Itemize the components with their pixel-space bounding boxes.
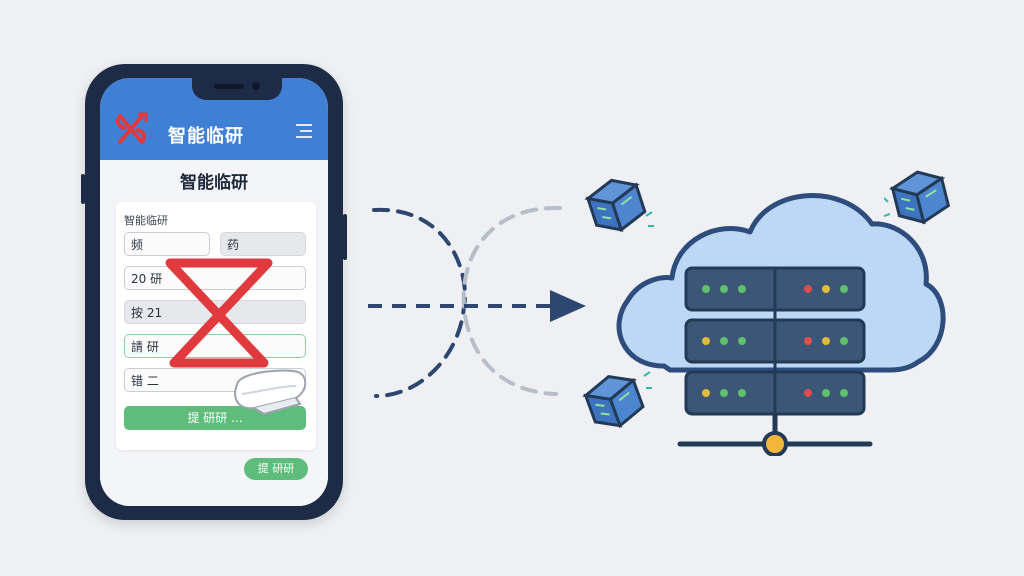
eraser-icon [234,369,307,416]
data-cube-icon [884,170,951,225]
page-title: 智能临研 [180,173,248,193]
cloud-icon [616,193,946,456]
power-button [343,214,347,260]
form-field-4[interactable]: 請 研 [124,334,306,358]
smartphone: 智能临研 智能临研 智能临研 频 药 20 研 按 21 請 研 错 二 提 研… [81,64,347,520]
data-flow-arrows [368,205,586,398]
data-cube-icon [582,371,652,429]
red-x-icon [165,258,273,368]
network-node-icon [762,431,788,456]
form-field-1[interactable]: 频 [124,232,210,256]
phone-camera [252,82,260,90]
action-chip[interactable]: 提 研研 [244,458,308,480]
red-logo-icon [115,112,148,144]
arrow-head-icon [550,290,586,322]
data-cube-icon [584,178,654,233]
phone-speaker [214,84,244,89]
form-label: 智能临研 [124,214,168,227]
server-rack-icon [684,266,866,416]
phone-notch [192,78,282,100]
volume-button [81,174,85,204]
phone-screen: 智能临研 智能临研 智能临研 频 药 20 研 按 21 請 研 错 二 提 研… [100,78,328,506]
menu-icon[interactable] [296,122,312,140]
form-field-1b[interactable]: 药 [220,232,306,256]
form-field-2[interactable]: 20 研 [124,266,306,290]
header-title: 智能临研 [168,126,244,147]
